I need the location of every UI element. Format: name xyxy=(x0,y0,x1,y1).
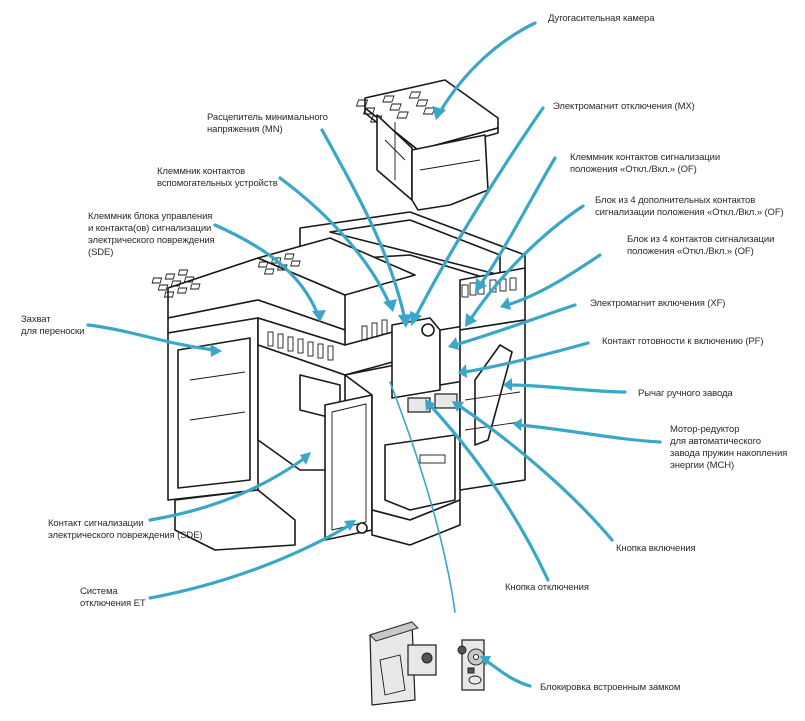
callout-arrows xyxy=(86,21,662,688)
label-arc-chute: Дугогасительная камера xyxy=(548,13,655,24)
breaker-body-illustration xyxy=(151,211,526,551)
label-close-button: Кнопка включения xyxy=(616,543,696,554)
label-shunt-trip-mx: Электромагнит отключения (MX) xyxy=(553,101,695,112)
arrow-xf xyxy=(453,303,577,347)
arrow-aux-terminal xyxy=(278,176,392,307)
arrow-mn xyxy=(320,128,407,322)
label-key-lock: Блокировка встроенным замком xyxy=(540,682,681,693)
arrow-of-block xyxy=(505,253,602,307)
arrow-of-block-extra xyxy=(468,204,585,322)
arrow-heads xyxy=(210,106,522,666)
label-sde-terminal: Клеммник блока управления и контакта(ов)… xyxy=(88,211,215,258)
label-of-block: Блок из 4 контактов сигнализации положен… xyxy=(627,234,775,257)
label-trip-unit-et: Система отключения ET xyxy=(80,586,146,609)
label-carry-handle: Захват для переноски xyxy=(21,314,85,337)
arrow-arc-chute xyxy=(438,21,537,114)
arrow-carry-handle xyxy=(86,323,217,352)
label-aux-terminal: Клеммник контактов вспомогательных устро… xyxy=(157,166,278,189)
label-motor-mch: Мотор-редуктор для автоматического завод… xyxy=(670,424,788,471)
label-manual-lever: Рычаг ручного завода xyxy=(638,388,733,399)
arrow-lock-to-body xyxy=(389,381,456,613)
arrow-of-terminal xyxy=(478,156,557,287)
arrow-sde-terminal xyxy=(213,223,320,317)
arrow-close-button xyxy=(456,403,614,542)
label-of-terminal: Клеммник контактов сигнализации положени… xyxy=(570,152,721,175)
label-closing-coil-xf: Электромагнит включения (XF) xyxy=(590,298,726,309)
arrow-sde-contact xyxy=(148,456,307,522)
label-undervoltage-mn: Расцепитель минимального напряжения (MN) xyxy=(207,112,328,135)
label-ready-contact-pf: Контакт готовности к включению (PF) xyxy=(602,336,764,347)
key-lock-illustration xyxy=(369,621,485,706)
arrow-pf xyxy=(463,341,590,374)
label-open-button: Кнопка отключения xyxy=(505,582,589,593)
arrow-et xyxy=(148,523,352,600)
arrow-mch xyxy=(518,423,662,444)
arrow-key-lock xyxy=(483,658,532,688)
arrow-lever xyxy=(508,383,627,394)
label-of-block-extra: Блок из 4 дополнительных контактов сигна… xyxy=(595,195,784,218)
label-sde-contact: Контакт сигнализации электрического повр… xyxy=(48,518,203,541)
arc-chute-illustration xyxy=(355,79,499,211)
arrow-open-button xyxy=(428,403,550,582)
arrow-mx xyxy=(413,106,545,320)
